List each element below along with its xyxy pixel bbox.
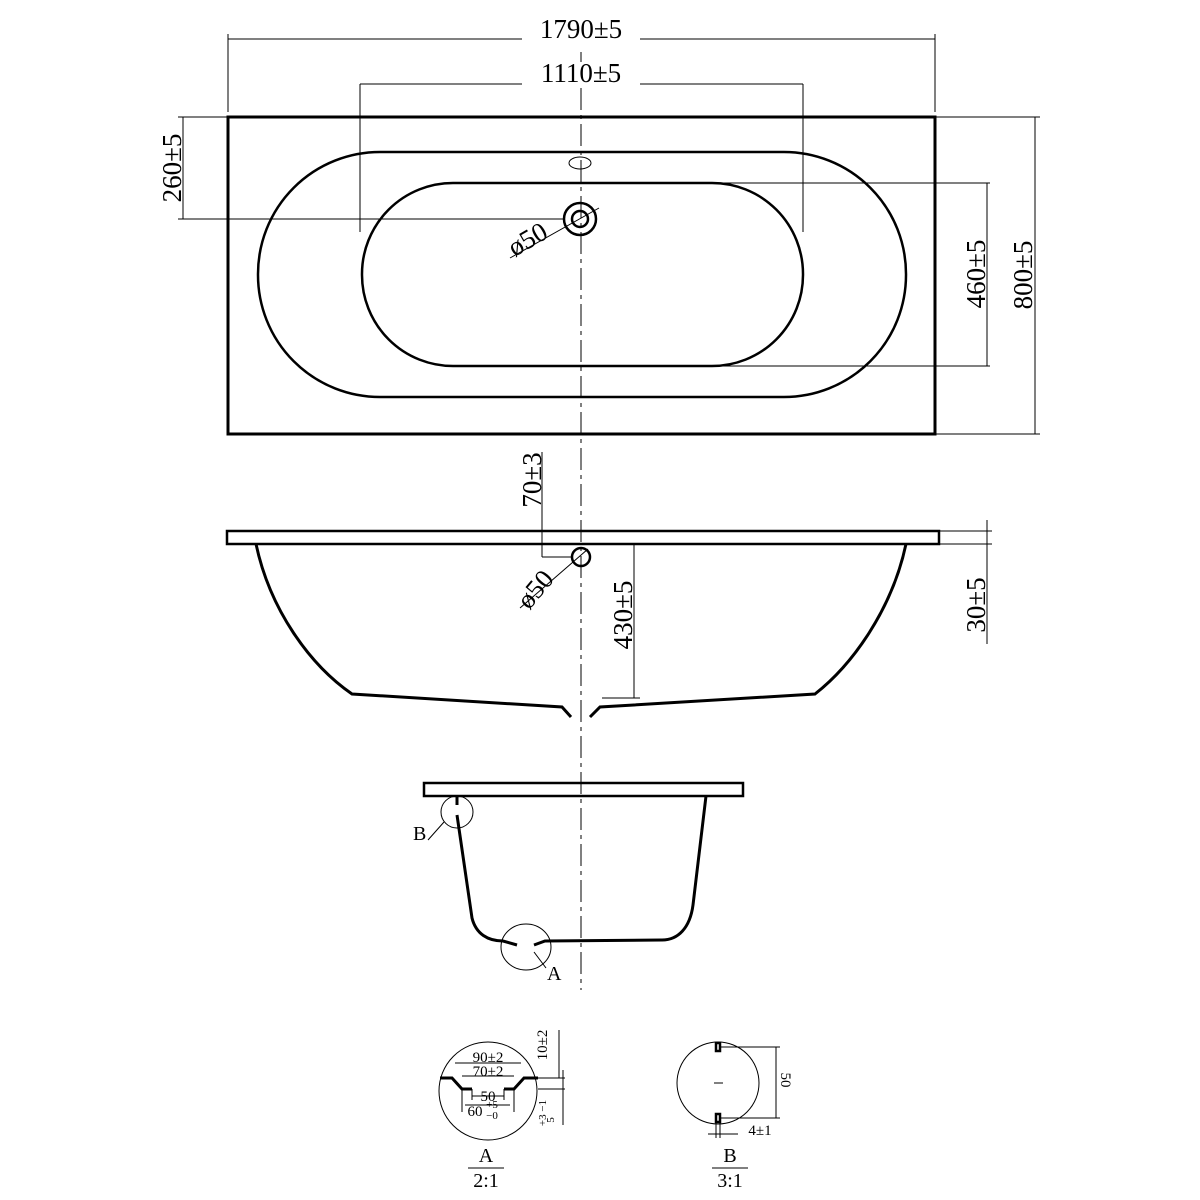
callout-a-label: A — [547, 963, 562, 985]
detail-a-dim-5-base: 5 — [545, 1117, 557, 1123]
drain-inner-ring — [570, 209, 590, 229]
detail-b: 50 4±1 B 3:1 — [676, 1041, 793, 1192]
dim-overall-width: 800±5 — [1008, 241, 1038, 310]
detail-b-top-mark — [714, 1041, 722, 1053]
detail-a-scale: 2:1 — [473, 1170, 499, 1192]
detail-a-dim-60-tol-lower: −0 — [486, 1110, 498, 1122]
detail-a-dim-70: 70±2 — [473, 1064, 504, 1080]
dim-overall-length: 1790±5 — [540, 14, 622, 44]
side-body-left — [254, 543, 573, 719]
dim-inner-length: 1110±5 — [541, 58, 621, 88]
side-view — [225, 529, 941, 719]
detail-a-label: A — [479, 1145, 494, 1167]
detail-a-dim-90: 90±2 — [473, 1050, 504, 1066]
overflow-hole — [568, 156, 592, 170]
dim-depth: 430±5 — [608, 581, 638, 650]
detail-b-scale: 3:1 — [717, 1170, 743, 1192]
dim-rim-thickness: 30±5 — [961, 577, 991, 632]
detail-a-dim-60-base: 60 — [468, 1104, 483, 1120]
detail-b-bottom-mark — [714, 1112, 722, 1124]
callout-b-leader — [427, 821, 445, 841]
detail-b-marker-circle — [440, 795, 474, 829]
drain-leader — [509, 207, 600, 259]
detail-a-dim-5-tol: +3 −1 — [537, 1100, 549, 1126]
detail-a-profile-right — [504, 1076, 538, 1091]
callout-b-label: B — [413, 823, 426, 845]
detail-a-dim-60-tol-upper: +5 — [486, 1099, 498, 1111]
detail-b-dim-4: 4±1 — [748, 1123, 771, 1139]
dim-drain-offset: 260±5 — [157, 134, 187, 203]
dim-overflow-diameter: ø50 — [511, 564, 560, 614]
overflow-leader — [519, 548, 589, 609]
end-view: B A — [413, 781, 745, 985]
detail-a-marker-circle — [500, 923, 552, 971]
dim-inner-width: 460±5 — [961, 240, 991, 309]
dim-overflow-height: 70±3 — [517, 452, 547, 507]
callout-a-leader — [533, 951, 547, 969]
detail-b-dim-50: 50 — [777, 1073, 793, 1088]
side-body-right — [588, 543, 908, 719]
detail-a-profile-left — [440, 1076, 472, 1091]
dim-drain-diameter: ø50 — [502, 216, 552, 262]
detail-a: 90±2 70±2 50 60 +5 −0 10±2 5 +3 −1 A 2:1 — [438, 1030, 565, 1192]
end-body-left — [455, 796, 518, 947]
top-view-dimensions: 1790±5 1110±5 260±5 460±5 800±5 ø50 — [157, 14, 1040, 435]
side-rim — [225, 529, 941, 546]
tub-outer-basin — [256, 150, 908, 399]
tub-inner-basin — [360, 181, 805, 368]
end-rim — [422, 781, 745, 798]
detail-a-circle — [438, 1041, 538, 1141]
tub-outline-rect — [226, 115, 937, 436]
detail-a-dim-50: 50 — [481, 1089, 496, 1105]
detail-a-dim-10: 10±2 — [535, 1030, 551, 1061]
detail-b-label: B — [723, 1145, 736, 1167]
side-view-dimensions: 70±3 ø50 430±5 30±5 — [511, 452, 992, 699]
end-body-right — [533, 795, 708, 947]
top-view — [226, 115, 937, 436]
